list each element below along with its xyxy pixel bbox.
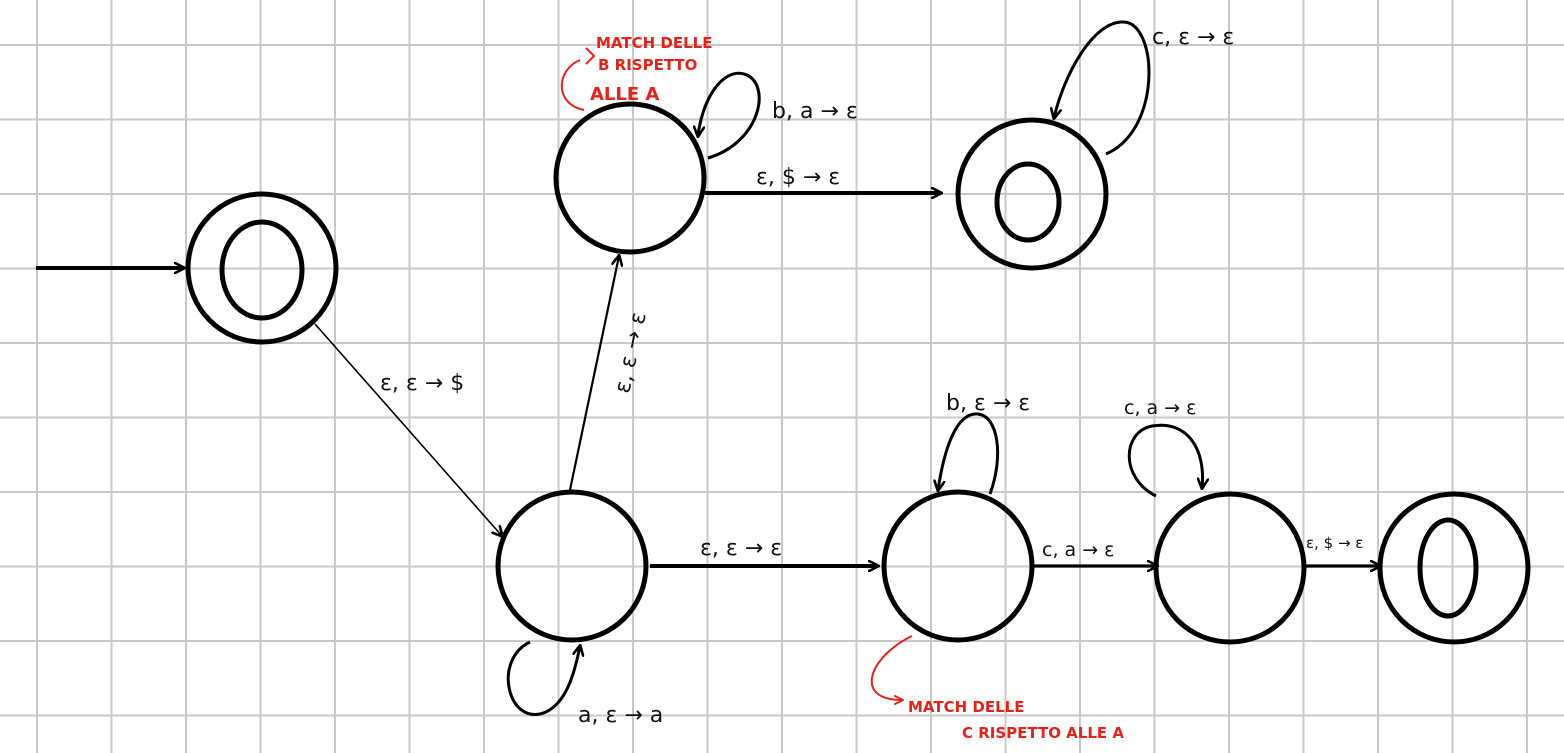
label-q5-q6: ε, $ → ε xyxy=(1306,534,1363,552)
state-q2 xyxy=(553,101,707,255)
loop-q2 xyxy=(698,71,761,160)
svg-text:MATCH DELLE: MATCH DELLE xyxy=(908,698,1024,716)
state-q0 xyxy=(185,191,339,345)
state-q4 xyxy=(881,489,1035,643)
loop-q1 xyxy=(506,640,580,716)
state-q5 xyxy=(1153,491,1307,645)
transition-q1-q2 xyxy=(568,256,619,491)
annotation-c-match: MATCH DELLE C RISPETTO ALLE A xyxy=(870,635,1124,742)
loop-q5 xyxy=(1127,423,1202,498)
svg-text:MATCH DELLE: MATCH DELLE xyxy=(596,34,712,52)
label-q4-loop: b, ε → ε xyxy=(946,391,1030,416)
transition-q0-q1 xyxy=(314,323,502,536)
state-q3 xyxy=(955,117,1109,271)
label-q1-q2: ε, ε → ε xyxy=(610,310,652,395)
accepting-ring xyxy=(219,219,305,321)
annotation-b-match: MATCH DELLE B RISPETTO ALLE A xyxy=(560,34,712,111)
label-q1-q4: ε, ε → ε xyxy=(700,536,782,561)
label-q4-q5: c, a → ε xyxy=(1042,539,1114,561)
state-q6 xyxy=(1377,491,1531,645)
label-q1-loop: a, ε → a xyxy=(578,703,663,728)
label-q5-loop: c, a → ε xyxy=(1124,397,1196,419)
label-q2-q3: ε, $ → ε xyxy=(756,165,840,190)
loop-q4 xyxy=(938,412,1000,495)
svg-text:C RISPETTO ALLE A: C RISPETTO ALLE A xyxy=(962,724,1124,742)
label-q3-loop: c, ε → ε xyxy=(1152,25,1234,50)
accepting-ring xyxy=(1417,517,1479,619)
accepting-ring xyxy=(994,161,1062,243)
loop-q3 xyxy=(1054,20,1151,156)
svg-text:B RISPETTO: B RISPETTO xyxy=(598,56,697,74)
state-q1 xyxy=(495,489,649,643)
svg-text:ALLE A: ALLE A xyxy=(590,84,659,105)
label-q0-q1: ε, ε → $ xyxy=(380,371,464,396)
label-q2-loop: b, a → ε xyxy=(772,99,858,124)
